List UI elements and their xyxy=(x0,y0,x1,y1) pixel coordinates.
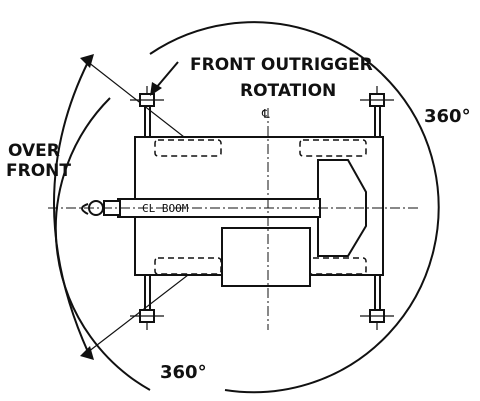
front-label: FRONT xyxy=(6,161,71,181)
hook xyxy=(81,203,89,215)
wheel-front-bottom xyxy=(154,257,222,275)
degrees-right-label: 360° xyxy=(424,106,471,127)
degrees-bottom-label: 360° xyxy=(160,362,207,383)
rotation-label: ROTATION xyxy=(240,81,336,101)
wheel-rear-top xyxy=(299,139,367,157)
centerline-symbol: ℄ xyxy=(261,107,270,121)
cab-block xyxy=(221,227,311,287)
over-label: OVER xyxy=(8,141,60,161)
wheel-rear-bottom xyxy=(299,257,367,275)
wheel-front-top xyxy=(154,139,222,157)
front-outrigger-label: FRONT OUTRIGGER xyxy=(190,55,373,75)
front-outrigger-arrowhead xyxy=(150,82,162,96)
front-outrigger-leader xyxy=(155,61,179,89)
over-front-arc xyxy=(53,61,89,353)
rotation-circle xyxy=(149,21,440,394)
